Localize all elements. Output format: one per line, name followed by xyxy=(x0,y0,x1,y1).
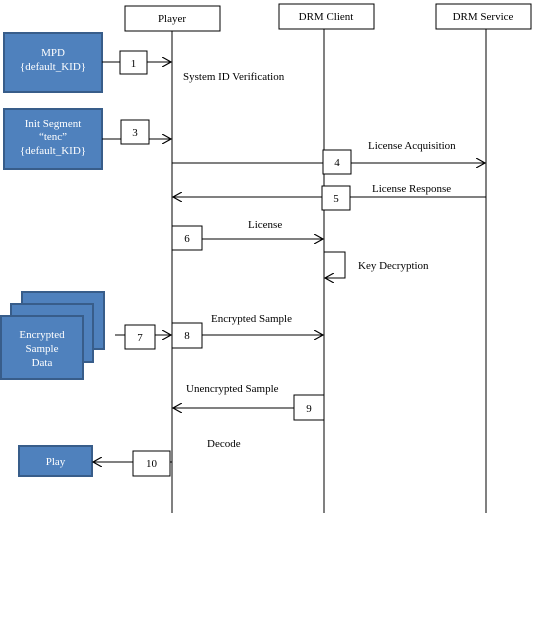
step-number-4: 4 xyxy=(334,157,340,169)
step-box-8: 8 xyxy=(171,322,203,349)
step-number-1: 1 xyxy=(131,58,137,70)
encrypted-sample-data-box: Encrypted Sample Data xyxy=(0,291,105,380)
participant-drm-service: DRM Service xyxy=(435,3,532,30)
step-box-3: 3 xyxy=(120,119,150,145)
step-box-4: 4 xyxy=(322,149,352,175)
mpd-line-1: MPD xyxy=(41,47,65,59)
init-segment-line-1: Init Segment xyxy=(25,118,82,130)
step-number-6: 6 xyxy=(184,233,190,245)
encrypted-sample-line-1: Encrypted xyxy=(19,329,65,341)
play-label: Play xyxy=(46,456,66,468)
encrypted-sample-line-2: Sample xyxy=(26,343,59,355)
step-box-7: 7 xyxy=(124,324,156,350)
message-encrypted-sample: Encrypted Sample xyxy=(211,313,292,325)
step-number-8: 8 xyxy=(184,330,190,342)
step-box-9: 9 xyxy=(293,394,325,421)
message-decode: Decode xyxy=(207,438,241,450)
init-segment-line-2: “tenc” xyxy=(39,131,67,143)
step-number-5: 5 xyxy=(333,193,339,205)
mpd-line-2: {default_KID} xyxy=(20,61,86,73)
init-segment-line-3: {default_KID} xyxy=(20,145,86,157)
step-box-10: 10 xyxy=(132,450,171,477)
participant-player-label: Player xyxy=(158,13,186,25)
mpd-box: MPD {default_KID} xyxy=(3,32,103,93)
message-system-id: System ID Verification xyxy=(183,71,285,83)
message-license-acquisition: License Acquisition xyxy=(368,140,456,152)
play-box: Play xyxy=(18,445,93,477)
participant-drm-client-label: DRM Client xyxy=(299,11,354,23)
participant-player: Player xyxy=(124,5,221,32)
step-box-1: 1 xyxy=(119,50,148,75)
init-segment-box: Init Segment “tenc” {default_KID} xyxy=(3,108,103,170)
step-number-7: 7 xyxy=(137,332,143,344)
step-number-3: 3 xyxy=(132,127,138,139)
message-key-decryption: Key Decryption xyxy=(358,260,429,272)
step-number-9: 9 xyxy=(306,403,312,415)
message-license-response: License Response xyxy=(372,183,451,195)
participant-drm-service-label: DRM Service xyxy=(453,11,514,23)
message-unencrypted-sample: Unencrypted Sample xyxy=(186,383,279,395)
step-box-6: 6 xyxy=(171,225,203,251)
message-license: License xyxy=(248,219,282,231)
participant-drm-client: DRM Client xyxy=(278,3,375,30)
arrow-key-decryption xyxy=(324,251,346,278)
step-box-5: 5 xyxy=(321,185,351,211)
encrypted-sample-line-3: Data xyxy=(32,357,53,369)
step-number-10: 10 xyxy=(146,458,158,470)
